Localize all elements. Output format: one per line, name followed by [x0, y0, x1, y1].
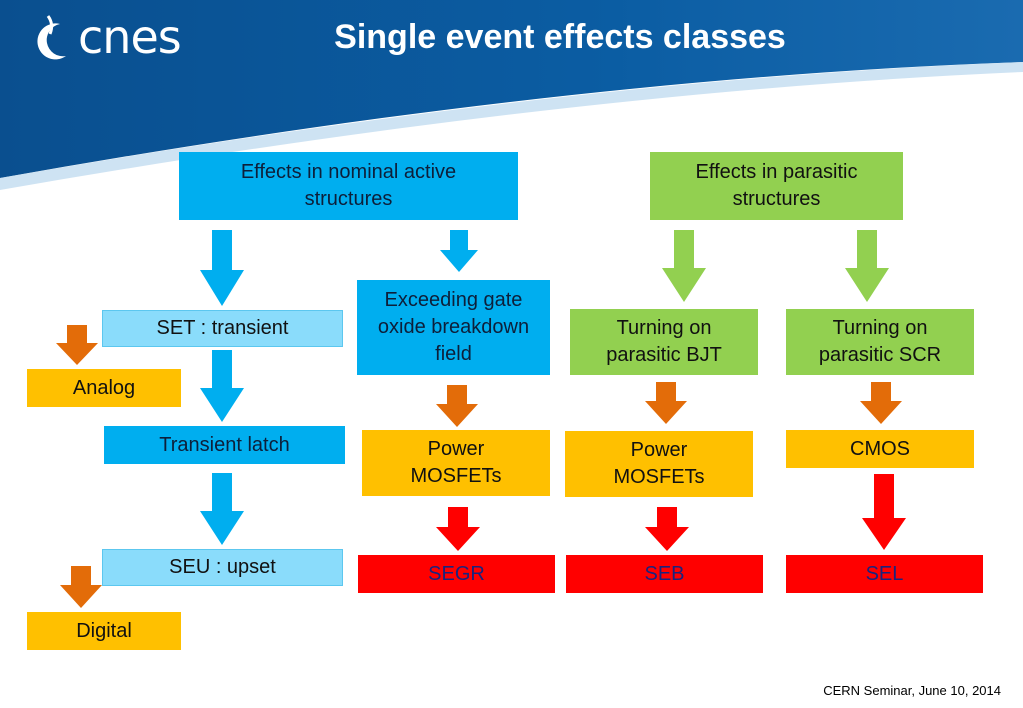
analog-box: Analog — [27, 369, 181, 407]
down-arrow-green-2 — [845, 230, 889, 302]
cmos-box: CMOS — [786, 430, 974, 468]
down-arrow-orange-analog — [56, 325, 98, 365]
transient-latch-box: Transient latch — [104, 426, 345, 464]
seb-box: SEB — [566, 555, 763, 593]
nominal-active-structures-box: Effects in nominal active structures — [179, 152, 518, 220]
power-mosfets-box-1: Power MOSFETs — [362, 430, 550, 496]
down-arrow-blue-4 — [200, 473, 244, 545]
down-arrow-orange-digital — [60, 566, 102, 608]
down-arrow-red-3 — [862, 474, 906, 550]
down-arrow-blue-2 — [440, 230, 478, 272]
parasitic-structures-box: Effects in parasitic structures — [650, 152, 903, 220]
down-arrow-blue-3 — [200, 350, 244, 422]
down-arrow-orange-1 — [436, 385, 478, 427]
sel-box: SEL — [786, 555, 983, 593]
page-title: Single event effects classes — [334, 18, 786, 56]
cnes-logo-icon — [37, 15, 66, 60]
seu-upset-box: SEU : upset — [102, 549, 343, 586]
set-transient-box: SET : transient — [102, 310, 343, 347]
header-banner — [0, 0, 1023, 190]
cnes-logo: cnes — [30, 10, 190, 66]
down-arrow-red-2 — [645, 507, 689, 551]
parasitic-scr-box: Turning on parasitic SCR — [786, 309, 974, 375]
down-arrow-blue-1 — [200, 230, 244, 306]
footer-text: CERN Seminar, June 10, 2014 — [823, 683, 1001, 698]
digital-box: Digital — [27, 612, 181, 650]
down-arrow-green-1 — [662, 230, 706, 302]
down-arrow-orange-3 — [860, 382, 902, 424]
segr-box: SEGR — [358, 555, 555, 593]
logo-text: cnes — [78, 10, 182, 64]
gate-oxide-breakdown-box: Exceeding gate oxide breakdown field — [357, 280, 550, 375]
down-arrow-orange-2 — [645, 382, 687, 424]
parasitic-bjt-box: Turning on parasitic BJT — [570, 309, 758, 375]
down-arrow-red-1 — [436, 507, 480, 551]
power-mosfets-box-2: Power MOSFETs — [565, 431, 753, 497]
